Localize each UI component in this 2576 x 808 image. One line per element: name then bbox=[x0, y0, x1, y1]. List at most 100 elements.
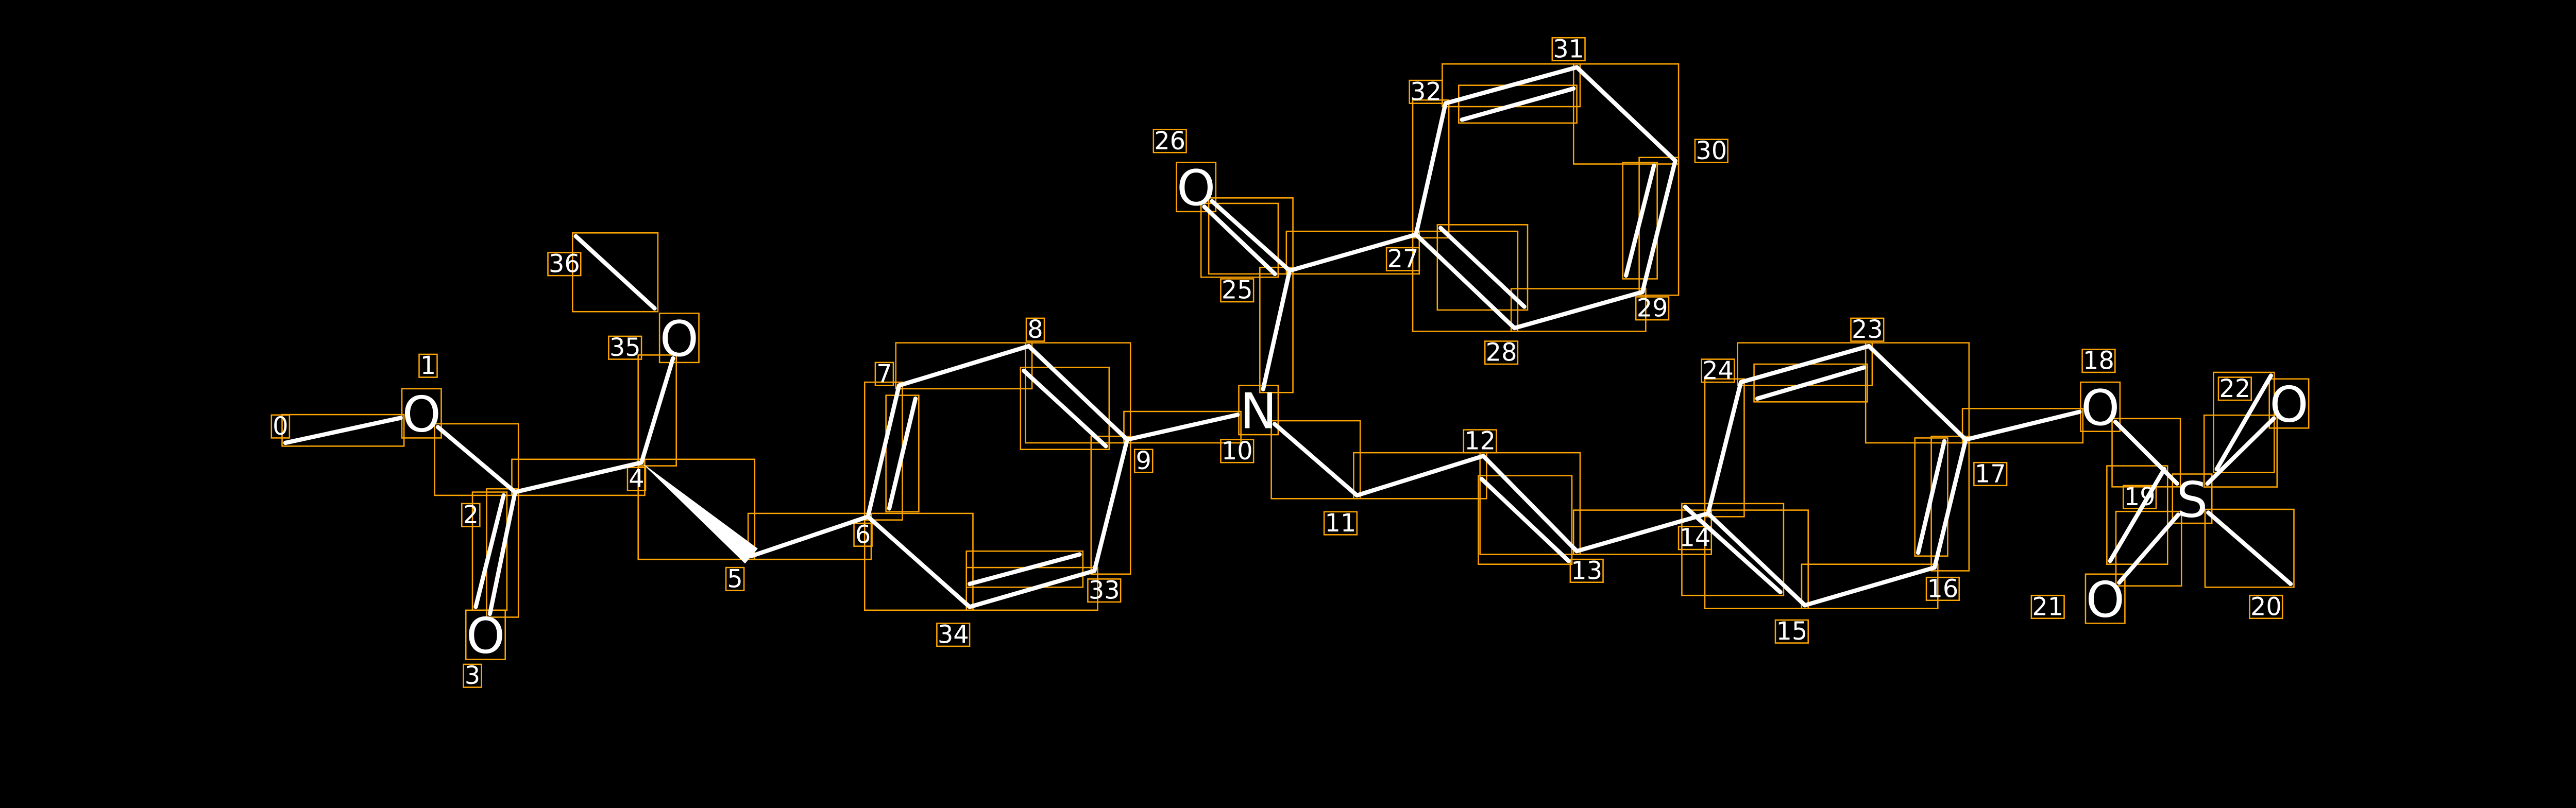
bond-box bbox=[2203, 414, 2278, 488]
atom-index-label: 32 bbox=[1410, 78, 1442, 106]
index-box bbox=[608, 335, 642, 360]
double-bond-inner-line bbox=[2214, 373, 2274, 472]
atom-index-label: 20 bbox=[2250, 593, 2282, 621]
atom-box bbox=[2268, 378, 2310, 429]
index-box bbox=[1635, 296, 1670, 321]
single-bond bbox=[1261, 268, 1292, 392]
atom-index-label: 4 bbox=[629, 465, 644, 493]
double-bond bbox=[1932, 437, 1968, 570]
atom-index-label: 2 bbox=[463, 501, 479, 529]
index-box bbox=[463, 663, 482, 688]
index-box bbox=[853, 522, 873, 547]
bond-box bbox=[1704, 509, 1809, 609]
atom-index-label: 15 bbox=[1776, 617, 1807, 646]
atom-index-label: 11 bbox=[1325, 509, 1357, 538]
atom-index-label: 18 bbox=[2083, 347, 2114, 375]
atom-box bbox=[1238, 385, 1279, 436]
bond-box bbox=[1510, 288, 1647, 332]
index-box bbox=[2249, 594, 2283, 620]
atom-index-label: 22 bbox=[2219, 375, 2250, 403]
single-bond bbox=[513, 460, 644, 494]
index-box bbox=[2030, 594, 2065, 620]
atom-index-label: 6 bbox=[855, 521, 871, 549]
index-box bbox=[936, 623, 971, 647]
bond-box bbox=[1572, 63, 1680, 165]
index-box bbox=[1323, 511, 1358, 536]
atom-box bbox=[2080, 381, 2121, 432]
index-box bbox=[1569, 558, 1604, 583]
bond-box bbox=[1025, 342, 1131, 444]
atom-index-label: 0 bbox=[273, 412, 288, 441]
index-box bbox=[1973, 461, 2008, 487]
single-bond bbox=[1803, 565, 1937, 608]
single-bond bbox=[1272, 422, 1359, 498]
atom-index-label: 13 bbox=[1571, 557, 1602, 585]
double-bond bbox=[487, 490, 517, 616]
double-bond bbox=[1443, 65, 1579, 106]
atom-box bbox=[2172, 473, 2213, 524]
index-box bbox=[626, 467, 647, 491]
bond-box bbox=[2204, 508, 2295, 588]
atom-index-label: 36 bbox=[549, 250, 580, 279]
bond-box bbox=[2111, 418, 2181, 488]
single-bond bbox=[1287, 232, 1418, 273]
double-bond-inner-line bbox=[1623, 163, 1656, 278]
index-box bbox=[1025, 317, 1045, 342]
single-bond bbox=[1092, 437, 1129, 573]
bond-box bbox=[2213, 371, 2275, 473]
bond-box bbox=[895, 342, 1033, 390]
single-bond bbox=[639, 356, 675, 465]
bond-box bbox=[1961, 408, 2084, 444]
bond-box bbox=[863, 512, 974, 611]
single-bond bbox=[1354, 454, 1486, 498]
bond-box bbox=[1412, 99, 1450, 239]
bond-box bbox=[1270, 420, 1361, 500]
bond-box bbox=[281, 414, 405, 447]
index-box bbox=[547, 252, 582, 277]
single-bond bbox=[1512, 289, 1645, 331]
single-bond bbox=[1414, 101, 1448, 237]
atom-index-label: 27 bbox=[1387, 245, 1419, 273]
index-box bbox=[1220, 278, 1255, 303]
atom-index-label: 9 bbox=[1136, 447, 1151, 475]
atom-box bbox=[2084, 573, 2126, 624]
background bbox=[1, 0, 2575, 724]
single-bond bbox=[1867, 343, 1968, 442]
bond-box bbox=[1622, 162, 1658, 280]
index-box bbox=[725, 566, 745, 591]
atom-index-label: 16 bbox=[1927, 575, 1958, 603]
atom-o-label: O bbox=[402, 386, 441, 443]
single-bond bbox=[1125, 412, 1240, 442]
atom-s-label: S bbox=[2177, 471, 2208, 528]
bond-box bbox=[1479, 452, 1581, 555]
single-bond bbox=[435, 425, 517, 494]
bond-box bbox=[1020, 367, 1110, 450]
index-box bbox=[1385, 247, 1420, 271]
bond-box bbox=[1478, 475, 1573, 565]
single-bond bbox=[283, 416, 403, 445]
double-bond bbox=[1210, 199, 1292, 273]
double-bond-inner-line bbox=[887, 396, 918, 511]
double-bond bbox=[1481, 454, 1579, 554]
bond-box bbox=[747, 512, 872, 560]
atom-o-label: O bbox=[466, 607, 505, 665]
atom-index-label: 30 bbox=[1696, 137, 1727, 165]
bond-box bbox=[1200, 202, 1279, 278]
double-bond-inner-line bbox=[1022, 368, 1108, 449]
double-bond-inner-line bbox=[1755, 365, 1867, 401]
atom-index-label: 12 bbox=[1464, 427, 1496, 456]
atom-index-label: 23 bbox=[1852, 316, 1883, 344]
atom-index-label: 5 bbox=[727, 565, 742, 593]
double-bond-inner-line bbox=[473, 493, 506, 609]
bond-box bbox=[1865, 342, 1970, 444]
atom-index-label: 35 bbox=[609, 334, 641, 362]
atom-index-label: 31 bbox=[1553, 35, 1584, 63]
single-bond bbox=[1574, 65, 1677, 163]
double-bond-inner-line bbox=[1202, 204, 1277, 277]
bond-box bbox=[1412, 230, 1519, 332]
double-bond-inner-line bbox=[1683, 505, 1783, 594]
single-bond bbox=[749, 514, 870, 558]
bond-box bbox=[486, 488, 519, 618]
atom-index-label: 25 bbox=[1222, 277, 1253, 305]
double-bond bbox=[1738, 343, 1871, 385]
